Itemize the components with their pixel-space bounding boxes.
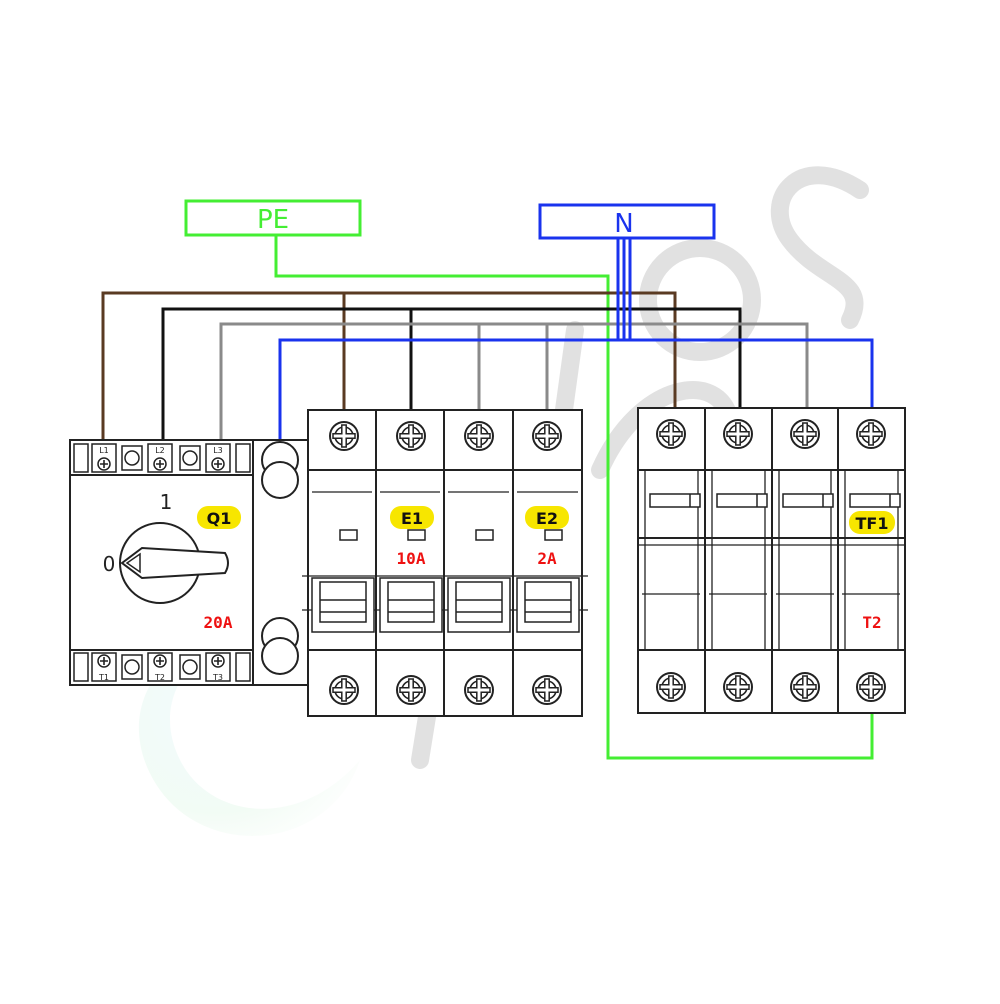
breaker-toggle-4[interactable] bbox=[516, 577, 580, 633]
tf1-tag-text: TF1 bbox=[856, 514, 889, 533]
q1-tag-text: Q1 bbox=[207, 509, 232, 528]
switch-q1: L1 L2 L3 T1 T2 T3 1 0 Q1 20A bbox=[69, 439, 254, 686]
e1-tag-badge bbox=[390, 506, 434, 529]
switch-position-on: 1 bbox=[160, 490, 173, 514]
q1-tag-badge bbox=[197, 506, 241, 529]
e2-tag-text: E2 bbox=[536, 509, 558, 528]
terminal-l1-label: L1 bbox=[99, 446, 109, 455]
wire-grey bbox=[219, 322, 809, 440]
terminal-t2-label: T2 bbox=[154, 673, 165, 682]
tf1-tag-badge bbox=[849, 511, 895, 534]
e2-tag-badge bbox=[525, 506, 569, 529]
terminal-t3-label: T3 bbox=[212, 673, 223, 682]
rotary-handle[interactable] bbox=[119, 522, 229, 604]
breaker-toggle-2[interactable] bbox=[379, 577, 443, 633]
terminal-l3-label: L3 bbox=[213, 446, 223, 455]
n-label-text: N bbox=[614, 209, 633, 239]
pe-bus-label: PE bbox=[184, 199, 362, 237]
wire-neutral bbox=[278, 338, 874, 440]
surge-protector-tf1: TF1 T2 bbox=[637, 407, 906, 714]
breaker-toggle-3[interactable] bbox=[447, 577, 511, 633]
wire-pe bbox=[274, 236, 874, 760]
breaker-toggle-1[interactable] bbox=[311, 577, 375, 633]
terminal-t1-label: T1 bbox=[98, 673, 109, 682]
e2-rating: 2A bbox=[537, 549, 557, 568]
e1-rating: 10A bbox=[397, 549, 426, 568]
switch-neutral-module bbox=[252, 439, 309, 686]
switch-position-off: 0 bbox=[103, 552, 116, 576]
tf1-type: T2 bbox=[862, 613, 881, 632]
breaker-block: E1 10A E2 2A bbox=[302, 409, 588, 717]
terminal-l2-label: L2 bbox=[155, 446, 165, 455]
n-bus-label: N bbox=[538, 203, 716, 240]
wire-brown bbox=[101, 291, 677, 440]
pe-label-text: PE bbox=[257, 205, 289, 235]
q1-rating: 20A bbox=[204, 613, 233, 632]
wire-black bbox=[161, 307, 742, 440]
e1-tag-text: E1 bbox=[401, 509, 423, 528]
